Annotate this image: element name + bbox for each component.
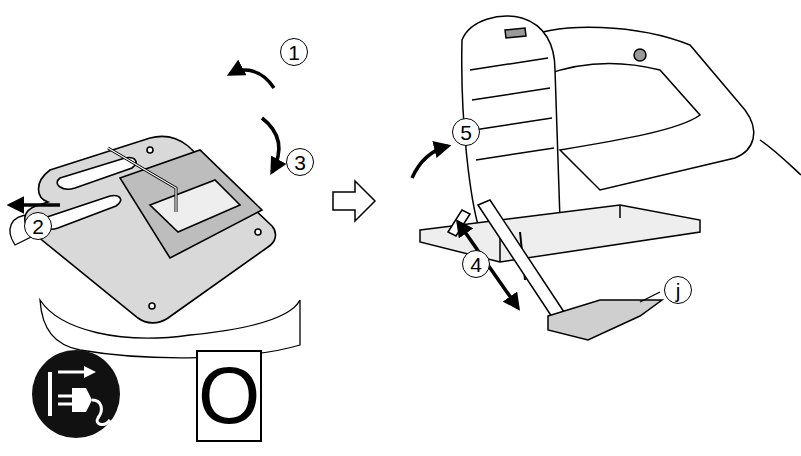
section-mark: O — [196, 350, 262, 442]
jigsaw — [420, 16, 801, 280]
unplug-symbol — [32, 350, 120, 438]
step-arrow — [333, 181, 375, 221]
base-plate — [25, 136, 276, 322]
leader-line — [640, 292, 660, 302]
callout-number: 3 — [286, 148, 314, 176]
rip-fence — [448, 200, 662, 340]
callout-number: 4 — [462, 250, 490, 278]
callout-number: 2 — [24, 212, 52, 240]
callout-number: 5 — [452, 118, 480, 146]
motion-arrows — [10, 70, 279, 205]
motion-arrows-right — [412, 146, 518, 308]
callout-number: 1 — [280, 38, 308, 66]
hex-key — [108, 148, 176, 212]
part-letter: j — [664, 276, 692, 304]
